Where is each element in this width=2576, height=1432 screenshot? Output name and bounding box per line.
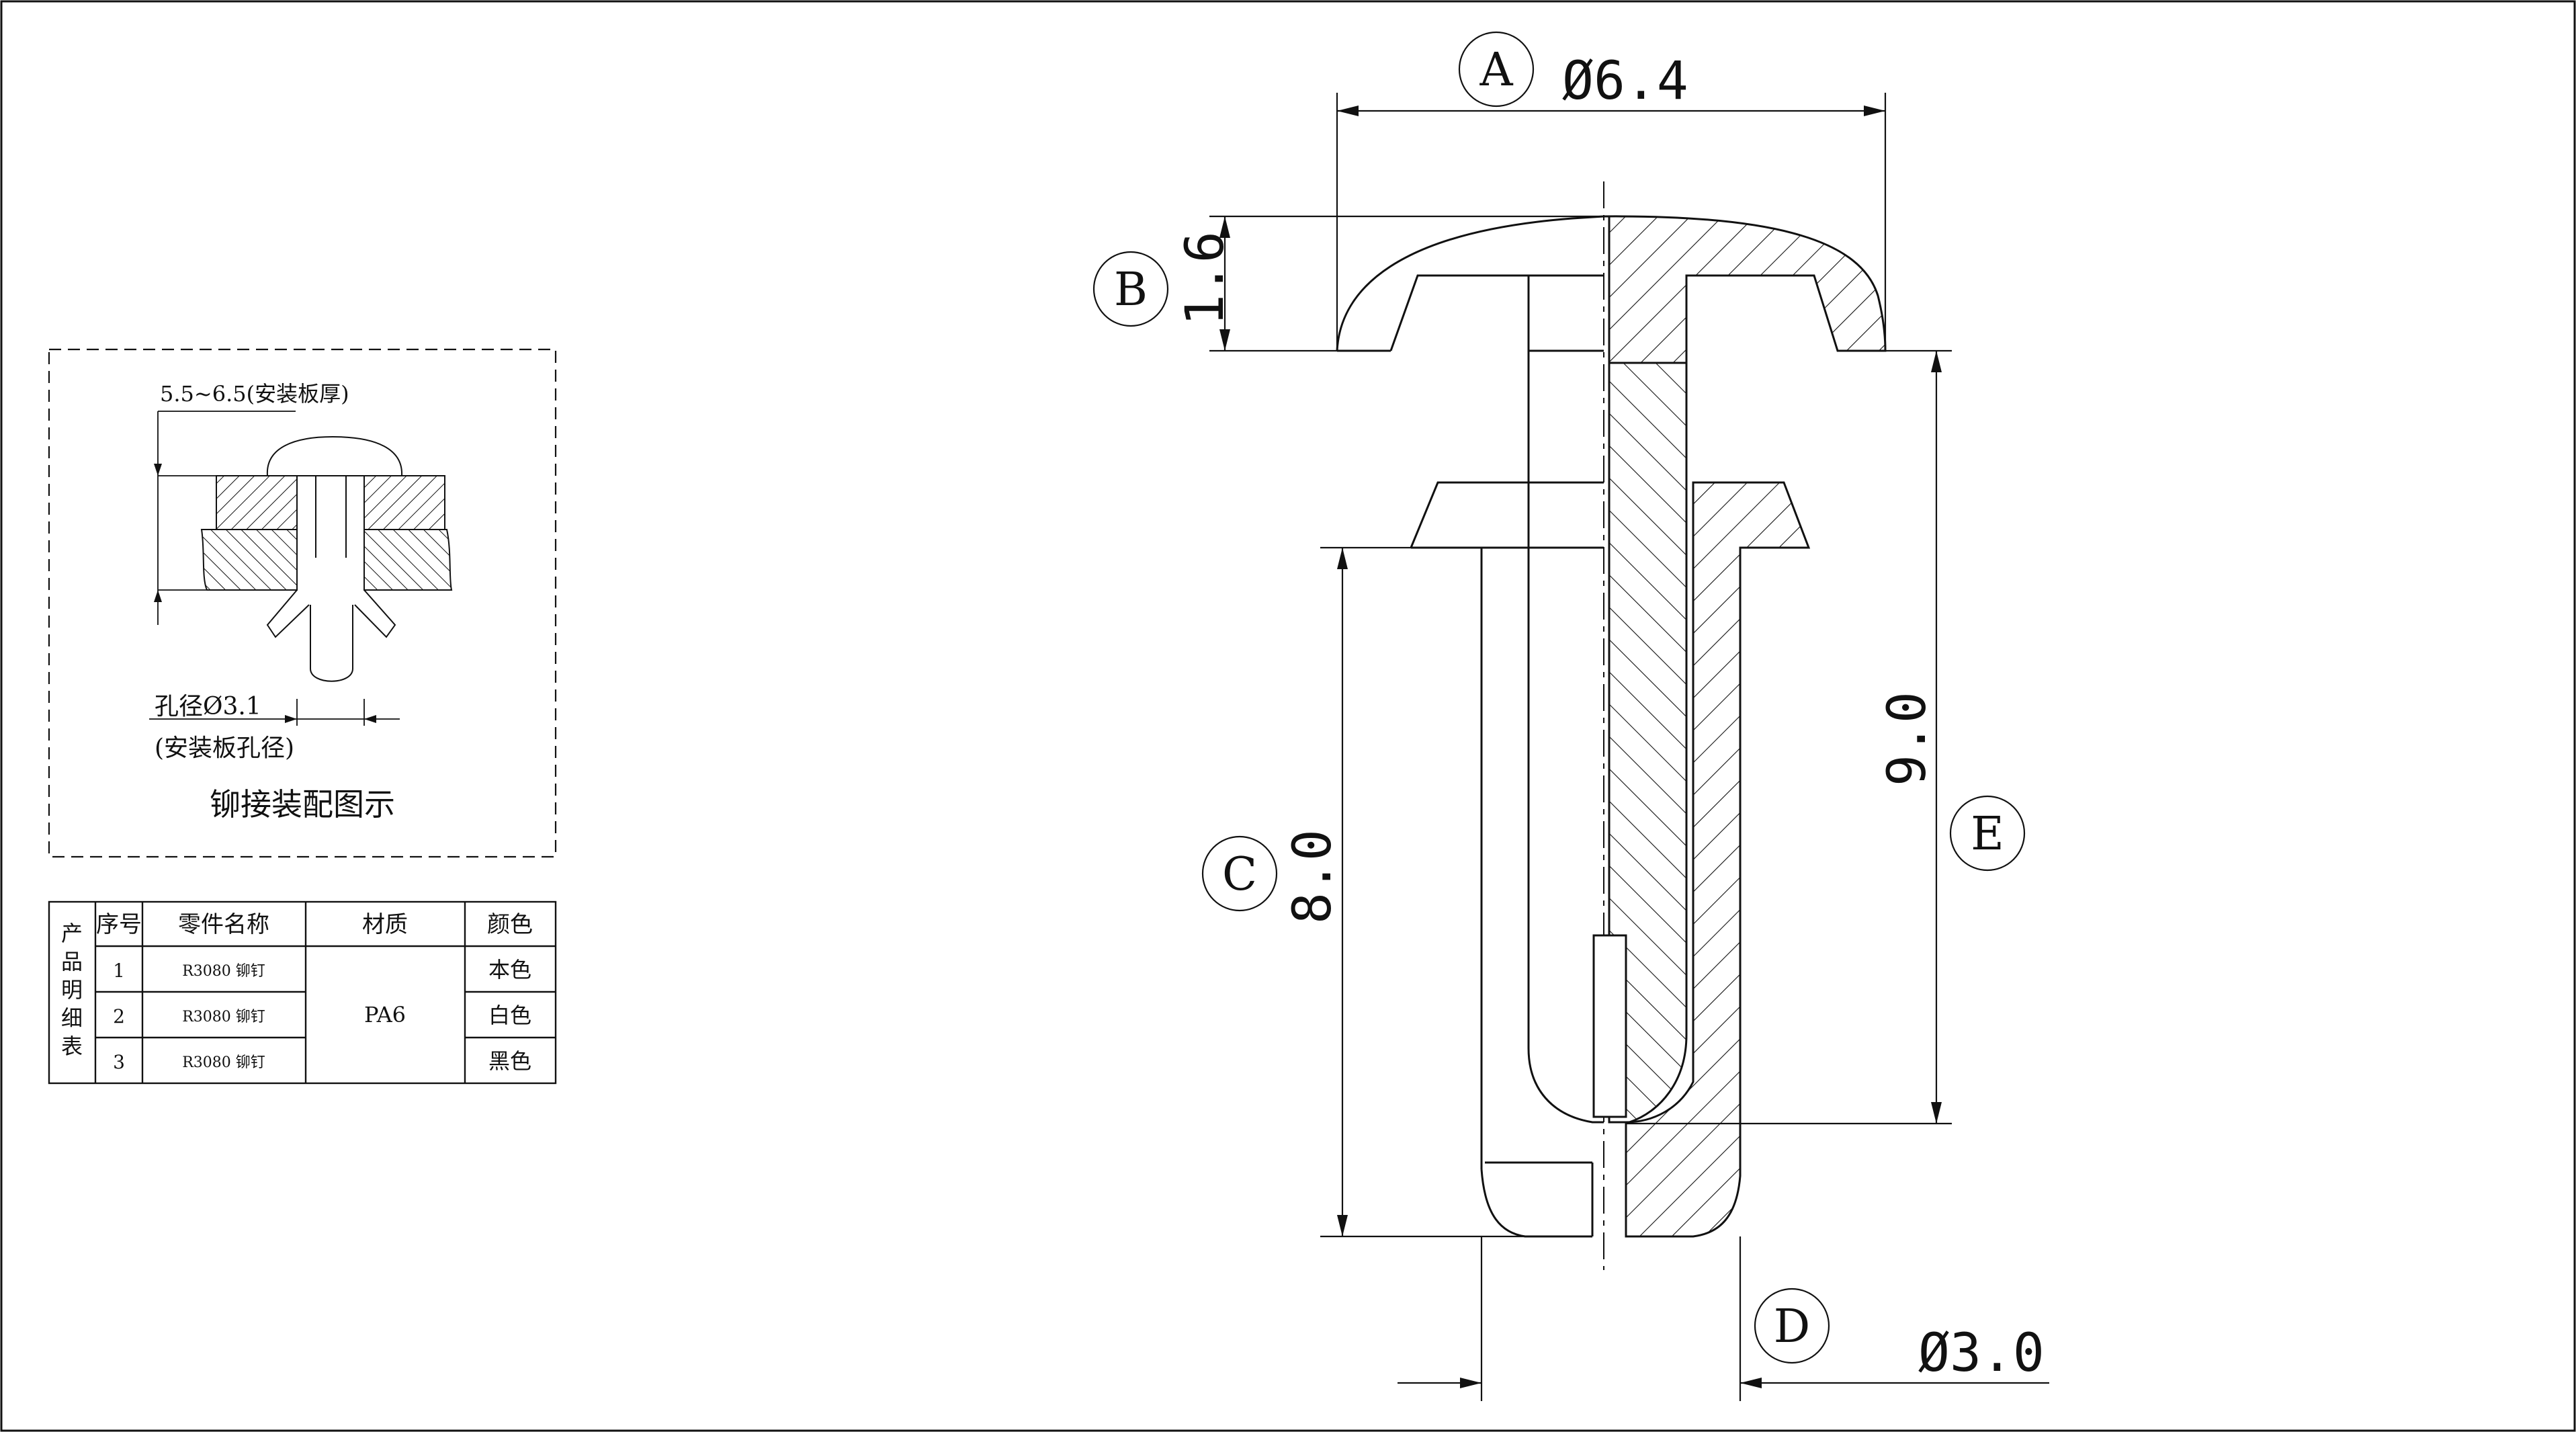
svg-text:B: B: [1114, 263, 1148, 317]
svg-text:D: D: [1774, 1300, 1811, 1353]
svg-text:R3080 铆钉: R3080 铆钉: [182, 1009, 265, 1025]
svg-text:R3080 铆钉: R3080 铆钉: [182, 1054, 265, 1071]
dim-head-height: 1.6: [1175, 231, 1236, 326]
svg-text:细: 细: [61, 1005, 83, 1031]
hole-diameter-note: (安装板孔径): [155, 734, 294, 762]
bom-side-title: 产 品 明 细 表: [61, 921, 83, 1059]
svg-text:黑色: 黑色: [488, 1048, 531, 1074]
svg-text:C: C: [1222, 848, 1257, 901]
callout-e: E: [1949, 795, 2026, 872]
sleeve-section: [1625, 481, 1811, 1238]
bom-header-name: 零件名称: [178, 911, 269, 938]
callout-a: A: [1458, 31, 1535, 108]
board-thickness-label: 5.5~6.5(安装板厚): [160, 381, 349, 407]
dimensions: [1209, 93, 2049, 1401]
head-section: [1603, 215, 1887, 364]
svg-text:2: 2: [113, 1005, 125, 1027]
callout-b: B: [1092, 251, 1169, 327]
bom-material: PA6: [364, 1002, 406, 1027]
inset-frame: [48, 348, 557, 858]
svg-text:R3080 铆钉: R3080 铆钉: [182, 963, 265, 980]
callout-d: D: [1754, 1288, 1830, 1364]
hole-diameter-label: 孔径Ø3.1: [155, 693, 261, 720]
svg-text:表: 表: [61, 1034, 83, 1059]
assembly-title: 铆接装配图示: [210, 786, 395, 823]
bom-row: 1 R3080 铆钉 本色: [113, 957, 531, 982]
dim-shank-length: 8.0: [1283, 829, 1343, 924]
bom-header-no: 序号: [96, 911, 142, 938]
dim-shank-diameter: Ø3.0: [1918, 1323, 2045, 1384]
svg-text:品: 品: [61, 949, 83, 974]
dim-overall-length: 9.0: [1877, 691, 1938, 786]
svg-text:明: 明: [61, 977, 83, 1003]
svg-text:白色: 白色: [488, 1003, 531, 1028]
svg-text:3: 3: [113, 1051, 125, 1073]
assembly-inset: 5.5~6.5(安装板厚) 孔径Ø3.1 (安装板孔径) 铆接装配图示: [48, 348, 557, 858]
bom-row: 2 R3080 铆钉 白色: [113, 1003, 531, 1028]
bom-row: 3 R3080 铆钉 黑色: [113, 1048, 531, 1074]
bom-header-color: 颜色: [487, 911, 533, 938]
rivet-section-view: [1336, 181, 1887, 1270]
bom-table: 产 品 明 细 表 序号 零件名称 材质 颜色 1 R3080 铆钉 本色 2 …: [48, 900, 557, 1085]
bom-header-material: 材质: [362, 911, 408, 938]
svg-text:E: E: [1971, 808, 2004, 861]
svg-text:A: A: [1479, 44, 1513, 97]
svg-text:本色: 本色: [488, 957, 531, 982]
svg-text:1: 1: [113, 960, 125, 982]
dim-head-diameter: Ø6.4: [1562, 51, 1688, 112]
callout-c: C: [1201, 835, 1278, 912]
svg-text:产: 产: [61, 921, 83, 946]
